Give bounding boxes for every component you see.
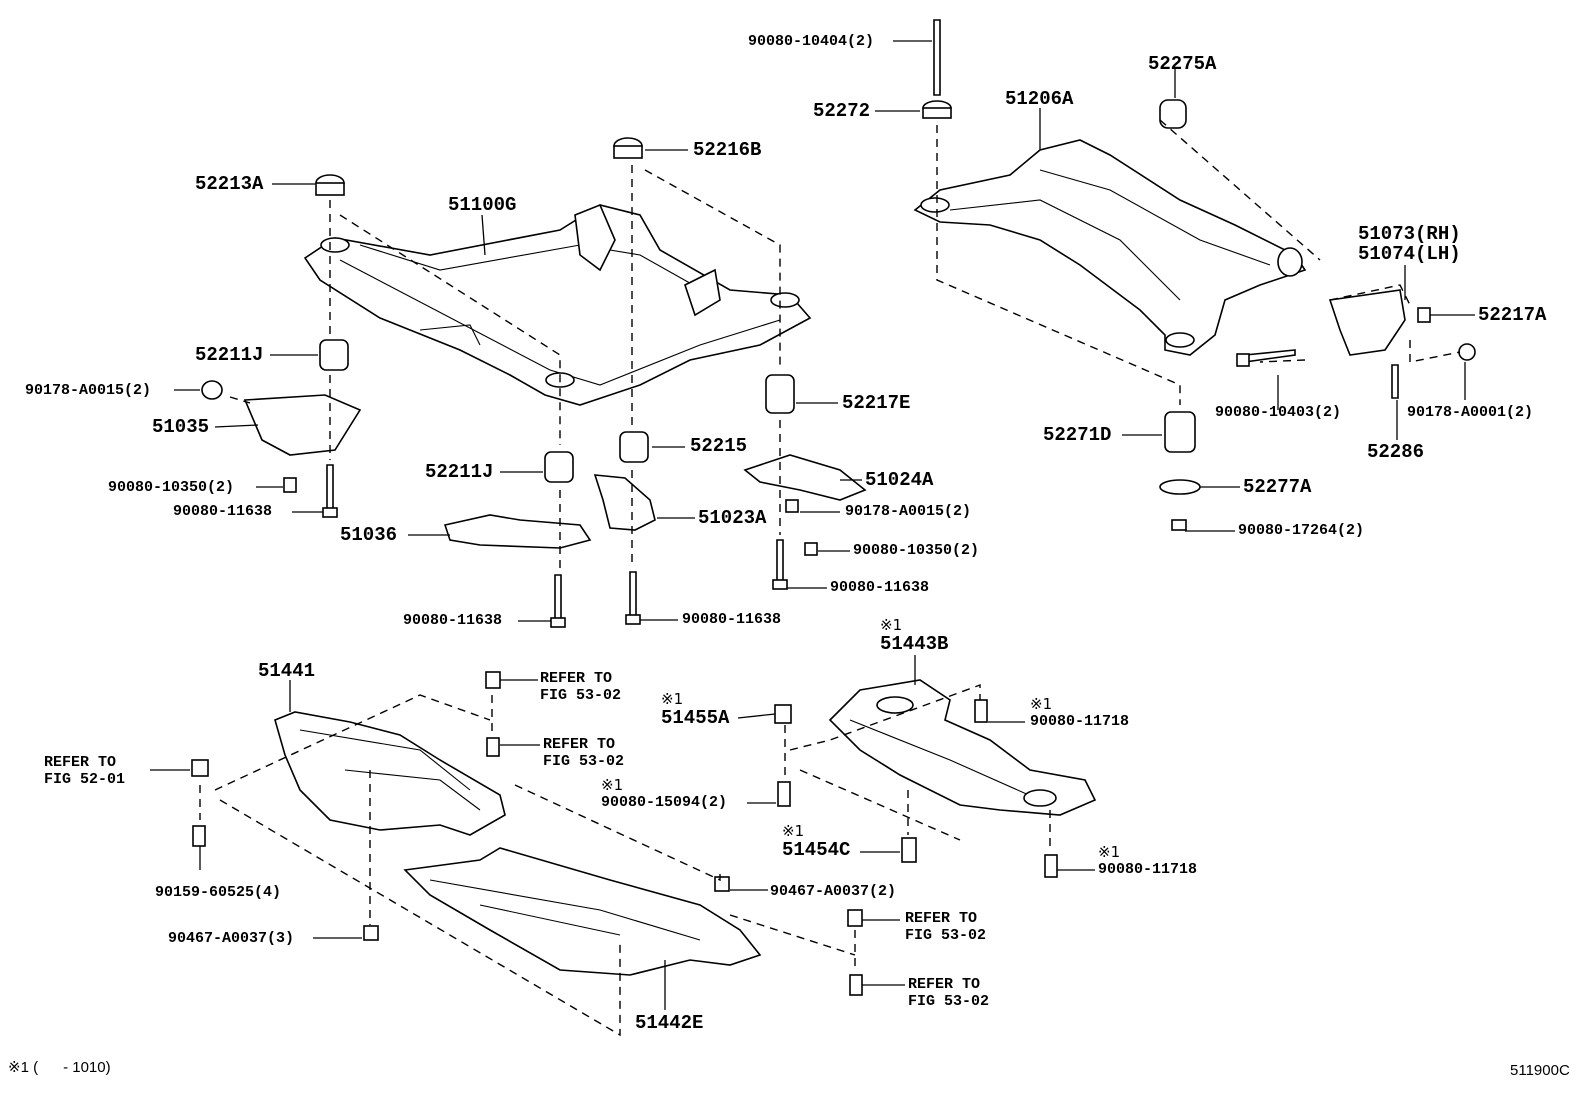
note-mark: ※1 — [1098, 843, 1121, 861]
part-label-90080-11638-right[interactable]: 90080-11638 — [830, 579, 930, 596]
part-label-52213a[interactable]: 52213A — [195, 173, 264, 195]
part-label-51023a[interactable]: 51023A — [698, 507, 767, 529]
part-label-51441[interactable]: 51441 — [258, 660, 316, 682]
note-mark: ※1 — [782, 822, 805, 840]
part-label-51073-rh[interactable]: 51073(RH) — [1358, 223, 1461, 245]
refer-fig-53-02-upper[interactable]: REFER TO FIG 53-02 — [540, 670, 622, 704]
part-label-51074-lh[interactable]: 51074(LH) — [1358, 243, 1461, 265]
under-cover-51442e — [403, 847, 762, 976]
part-label-52271d[interactable]: 52271D — [1043, 424, 1112, 446]
note-mark: ※1 — [601, 776, 624, 794]
part-label-90178-a0015-left[interactable]: 90178-A0015(2) — [25, 382, 152, 399]
note-mark: ※1 — [661, 690, 684, 708]
note-mark: ※1 — [1030, 695, 1053, 713]
part-label-51442e[interactable]: 51442E — [635, 1012, 704, 1034]
part-label-90159-60525[interactable]: 90159-60525(4) — [155, 884, 282, 901]
figure-code: 511900C — [1510, 1062, 1570, 1079]
part-label-52216b[interactable]: 52216B — [693, 139, 762, 161]
part-label-90080-17264[interactable]: 90080-17264(2) — [1238, 522, 1365, 539]
rear-crossmember-51206a — [913, 139, 1307, 356]
refer-fig-53-02-lower[interactable]: REFER TO FIG 53-02 — [905, 910, 987, 944]
part-label-51036[interactable]: 51036 — [340, 524, 398, 546]
part-label-52277a[interactable]: 52277A — [1243, 476, 1312, 498]
under-cover-51441 — [274, 711, 506, 836]
leader-lines — [150, 40, 1475, 1010]
part-label-90467-a0037-2[interactable]: 90467-A0037(2) — [770, 883, 897, 900]
part-label-52211j-lower[interactable]: 52211J — [425, 461, 494, 483]
small-parts — [191, 19, 1476, 996]
part-label-51206a[interactable]: 51206A — [1005, 88, 1074, 110]
part-label-90080-10350-left[interactable]: 90080-10350(2) — [108, 479, 235, 496]
part-label-52275a[interactable]: 52275A — [1148, 53, 1217, 75]
part-label-90178-a0015-right[interactable]: 90178-A0015(2) — [845, 503, 972, 520]
note-mark: ※1 — [880, 616, 903, 634]
part-label-90080-11638-lower-right[interactable]: 90080-11638 — [682, 611, 782, 628]
part-label-90178-a0001[interactable]: 90178-A0001(2) — [1407, 404, 1534, 421]
part-label-52211j-upper[interactable]: 52211J — [195, 344, 264, 366]
footnote: ※1 ( - 1010) — [8, 1059, 111, 1076]
part-label-51024a[interactable]: 51024A — [865, 469, 934, 491]
refer-fig-53-02-bottom[interactable]: REFER TO FIG 53-02 — [908, 976, 990, 1010]
refer-fig-53-02-middle[interactable]: REFER TO FIG 53-02 — [543, 736, 625, 770]
front-crossmember-51100g — [303, 203, 812, 406]
part-label-52215[interactable]: 52215 — [690, 435, 748, 457]
part-label-90080-10403[interactable]: 90080-10403(2) — [1215, 404, 1342, 421]
part-label-52217a[interactable]: 52217A — [1478, 304, 1547, 326]
part-label-52272[interactable]: 52272 — [813, 100, 871, 122]
part-label-90080-10350-right[interactable]: 90080-10350(2) — [853, 542, 980, 559]
part-label-51100g[interactable]: 51100G — [448, 194, 517, 216]
refer-fig-52-01[interactable]: REFER TO FIG 52-01 — [44, 754, 126, 788]
part-label-51035[interactable]: 51035 — [152, 416, 210, 438]
assembly-lines — [199, 119, 1461, 1037]
part-label-90080-11638-left[interactable]: 90080-11638 — [173, 503, 273, 520]
under-cover-51443b — [828, 679, 1097, 816]
part-label-90080-11638-lower-left[interactable]: 90080-11638 — [403, 612, 503, 629]
part-label-52286[interactable]: 52286 — [1367, 441, 1425, 463]
part-label-90080-10404[interactable]: 90080-10404(2) — [748, 33, 875, 50]
part-label-52217e[interactable]: 52217E — [842, 392, 911, 414]
part-label-90467-a0037-3[interactable]: 90467-A0037(3) — [168, 930, 295, 947]
